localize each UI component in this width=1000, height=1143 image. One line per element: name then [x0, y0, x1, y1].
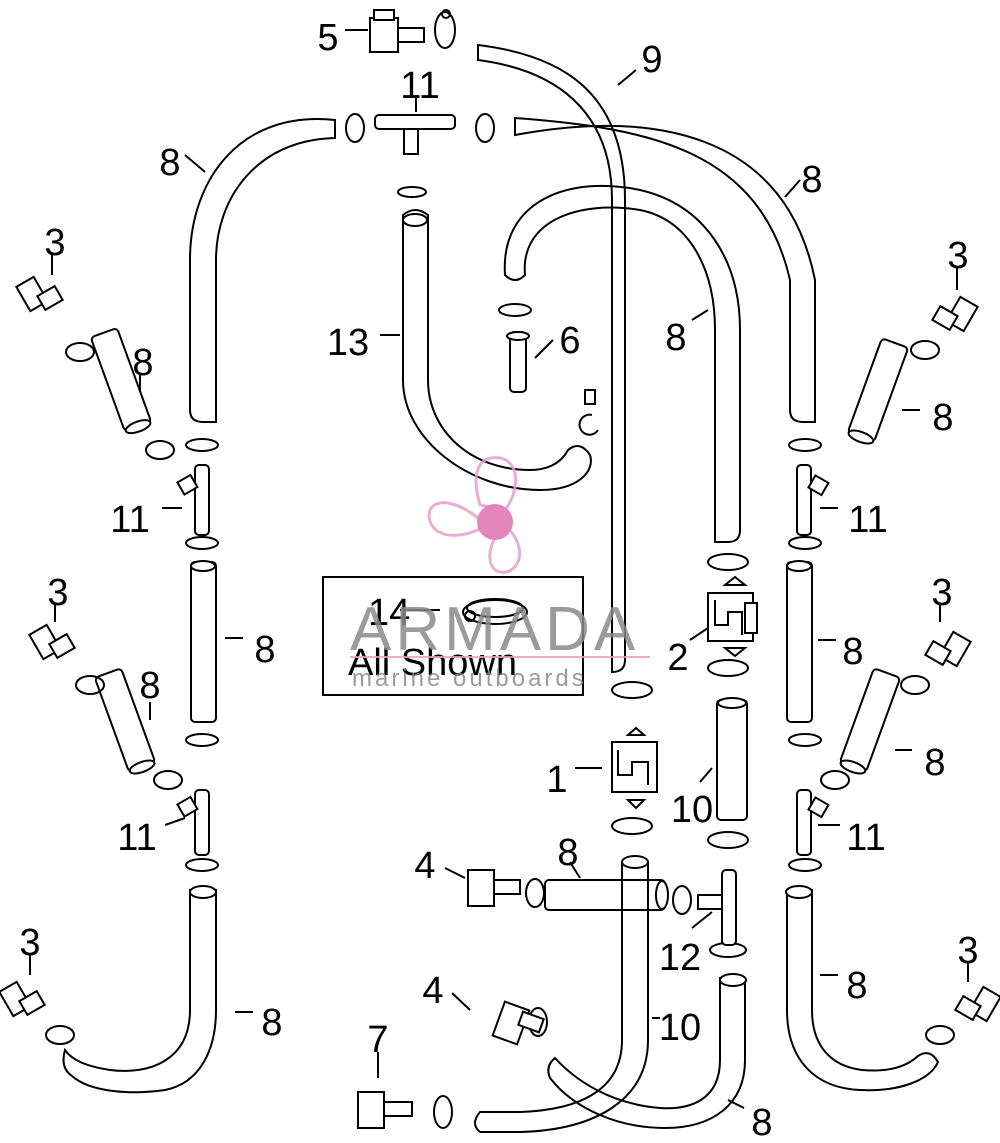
fuel-filter-2-icon [707, 575, 758, 658]
callout-label-c10a: 10 [671, 789, 713, 831]
callout-label-c8f: 8 [254, 629, 275, 671]
hose-8-bottom-center [547, 977, 746, 1130]
tee-fitting-icon [374, 114, 456, 155]
propeller-logo-icon [427, 456, 522, 574]
note-box-number: 14 [368, 592, 410, 634]
callout-label-c7: 7 [367, 1019, 388, 1061]
callout-label-c3a: 3 [44, 222, 65, 264]
callout-label-c8b: 8 [801, 159, 822, 201]
callout-label-c3d: 3 [931, 572, 952, 614]
hose-8-top-left [189, 118, 336, 423]
callout-label-c3c: 3 [47, 572, 68, 614]
clamps [45, 9, 955, 1129]
callout-label-c3f: 3 [957, 930, 978, 972]
callout-label-c8m: 8 [751, 1102, 772, 1143]
callout-label-c8a: 8 [159, 142, 180, 184]
callout-label-c11c: 11 [117, 817, 156, 859]
fuel-filter-1-icon [611, 726, 658, 810]
hose-8-right-1 [786, 561, 813, 723]
hose-10-lower [474, 861, 649, 1133]
watermark-tagline: marine outboards [352, 665, 587, 692]
connector-3-icon [0, 275, 1000, 1023]
note-box: 14 All Shown [322, 576, 584, 696]
callout-labels: 5 11 9 8 8 3 3 13 6 8 8 8 11 11 3 3 8 8 2 8 8 1 10 11 11 8 4 12 3 3 8 4… [19, 17, 978, 1143]
tee-side-icon [176, 464, 830, 856]
hose-10-upper [716, 699, 748, 821]
callout-label-c9: 9 [641, 39, 662, 81]
callout-label-c6: 6 [559, 320, 580, 362]
callout-label-c5: 5 [317, 17, 338, 59]
callout-label-c2: 2 [667, 637, 688, 679]
connector-icon [506, 331, 530, 393]
note-box-text: All Shown [348, 642, 517, 684]
hose-8-right-diag-1 [847, 338, 909, 442]
callout-label-c8h: 8 [139, 665, 160, 707]
callout-label-c12: 12 [659, 937, 701, 979]
callout-label-c13: 13 [327, 322, 369, 364]
callout-label-c11t: 11 [400, 65, 439, 107]
callout-label-c10b: 10 [659, 1007, 701, 1049]
elbow-7-icon [357, 1091, 413, 1129]
hose-8-right-diag-2 [839, 668, 901, 772]
callout-label-c8d: 8 [132, 342, 153, 384]
fittings [0, 9, 1000, 1129]
clamp-icon [45, 9, 955, 1129]
callout-label-c3e: 3 [19, 922, 40, 964]
callout-label-c1: 1 [546, 759, 567, 801]
callout-label-c11a: 11 [110, 499, 149, 541]
leader-lines [29, 29, 969, 1109]
callout-label-c8i: 8 [924, 742, 945, 784]
elbow-4-icon [467, 869, 546, 1046]
barb-icon [584, 389, 596, 405]
callout-label-c8e: 8 [932, 397, 953, 439]
hoses [62, 43, 940, 1133]
hose-8-right-bottom [786, 889, 940, 1092]
hose-8-top-right [514, 116, 816, 423]
hose-8-middle-arch [503, 184, 741, 543]
watermark-brand: ARMADA [350, 595, 639, 664]
callout-label-c8j: 8 [557, 832, 578, 874]
callout-label-c3b: 3 [947, 235, 968, 277]
hose-8-left-bottom [62, 889, 217, 1094]
tee-12-icon [697, 869, 737, 946]
callout-label-c8k: 8 [846, 965, 867, 1007]
elbow-fitting-icon [369, 9, 425, 53]
callout-label-c4b: 4 [422, 970, 443, 1012]
callout-label-c8l: 8 [261, 1002, 282, 1044]
hose-13 [402, 209, 592, 492]
clamp-14-icon [462, 598, 528, 625]
callout-label-c8c: 8 [665, 317, 686, 359]
callout-label-c4a: 4 [414, 845, 435, 887]
callout-label-c8g: 8 [842, 631, 863, 673]
watermark: ARMADA marine outboards [350, 456, 650, 692]
callout-label-c11b: 11 [848, 499, 887, 541]
hose-9 [477, 43, 626, 674]
hose-8-left-1 [190, 561, 217, 723]
callout-label-c11d: 11 [846, 817, 885, 859]
